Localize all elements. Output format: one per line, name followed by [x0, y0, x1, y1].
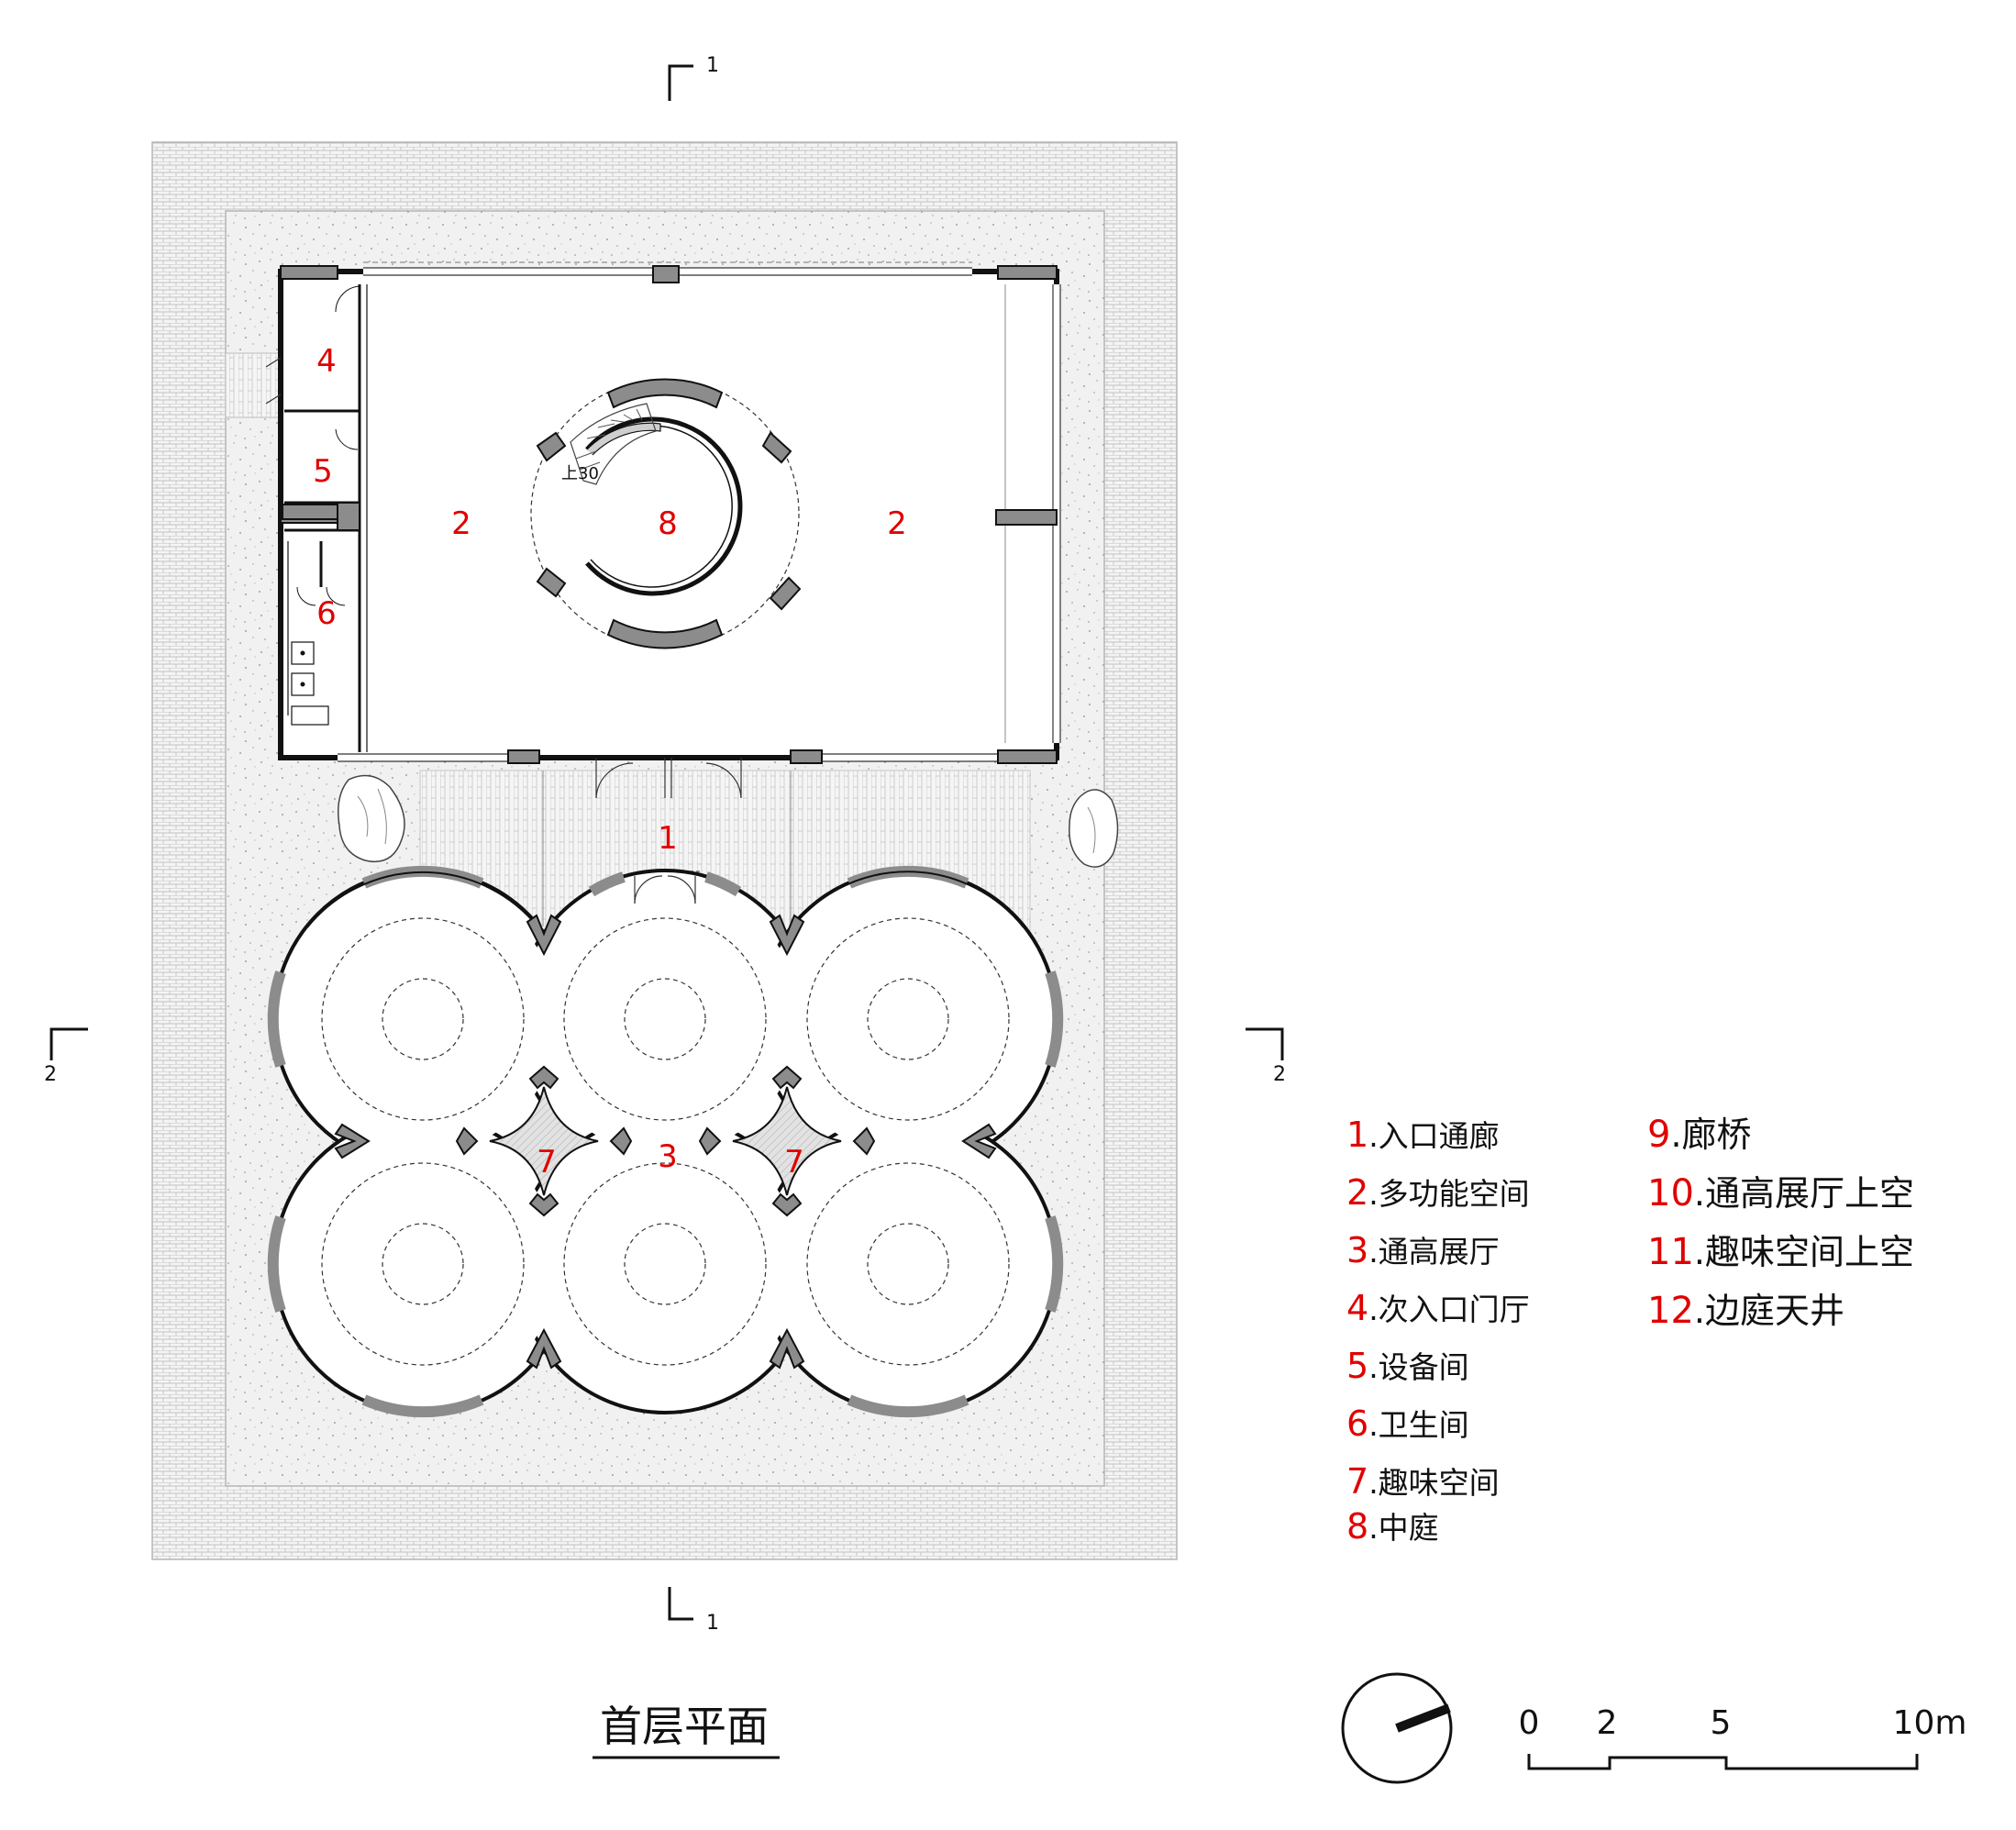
- north-building: [265, 261, 1061, 799]
- section-mark-1-top: 1: [706, 54, 719, 77]
- room-numbers: 4 5 6 2 2 8 1 3 7 7: [313, 343, 907, 1181]
- section-mark-2-right: 2: [1273, 1063, 1286, 1086]
- room-number-2-west: 2: [451, 505, 471, 542]
- legend-item-6: 6.卫生间: [1346, 1403, 1469, 1444]
- legend-number: 9: [1647, 1114, 1670, 1156]
- legend-label: .设备间: [1368, 1349, 1469, 1385]
- legend-number: 5: [1346, 1346, 1368, 1386]
- legend-number: 10: [1647, 1172, 1694, 1214]
- legend-number: 7: [1346, 1461, 1368, 1502]
- scale-bar: 0 2 5 10m: [1519, 1704, 1967, 1770]
- legend-item-7: 7.趣味空间: [1346, 1461, 1500, 1502]
- legend-item-9: 9.廊桥: [1647, 1114, 1752, 1156]
- legend-label: .中庭: [1368, 1510, 1439, 1546]
- scale-tick-2: 2: [1597, 1704, 1618, 1742]
- section-mark-2-left: 2: [44, 1063, 57, 1086]
- legend-item-3: 3.通高展厅: [1346, 1230, 1500, 1270]
- legend-item-8: 8.中庭: [1346, 1506, 1439, 1547]
- legend-item-10: 10.通高展厅上空: [1647, 1172, 1914, 1214]
- scale-tick-5: 5: [1711, 1704, 1732, 1742]
- legend-item-5: 5.设备间: [1346, 1346, 1469, 1386]
- legend-label: .卫生间: [1368, 1407, 1469, 1443]
- legend-label: .多功能空间: [1368, 1176, 1530, 1212]
- legend-item-11: 11.趣味空间上空: [1647, 1231, 1914, 1273]
- fun-space-left: [455, 1065, 633, 1217]
- room-number-7-right: 7: [784, 1144, 804, 1181]
- legend-label: .趣味空间: [1368, 1465, 1500, 1501]
- room-number-4: 4: [316, 343, 337, 380]
- legend-number: 8: [1346, 1506, 1368, 1547]
- plan-title: 首层平面: [600, 1702, 769, 1751]
- room-number-2-east: 2: [887, 505, 907, 542]
- boulder-left: [338, 774, 405, 862]
- legend-label: .入口通廊: [1368, 1118, 1500, 1154]
- room-number-8: 8: [658, 505, 678, 542]
- legend-label: .边庭天井: [1694, 1291, 1844, 1331]
- legend-label: .趣味空间上空: [1694, 1232, 1914, 1272]
- legend-number: 1: [1346, 1115, 1368, 1155]
- room-number-7-left: 7: [537, 1144, 557, 1181]
- entry-doors: [595, 758, 742, 799]
- legend-label: .通高展厅上空: [1694, 1173, 1914, 1214]
- section-marks: [50, 64, 1284, 1621]
- legend-label: .通高展厅: [1368, 1234, 1500, 1270]
- room-number-1: 1: [658, 820, 678, 857]
- courtyard: 上30: [530, 378, 802, 649]
- stair-label: 上30: [561, 464, 599, 483]
- legend-label: .廊桥: [1670, 1115, 1751, 1155]
- section-mark-1-bottom: 1: [706, 1612, 719, 1635]
- room-number-5: 5: [313, 453, 333, 490]
- legend-label: .次入口门厅: [1368, 1292, 1530, 1327]
- scale-tick-10m: 10m: [1893, 1704, 1967, 1742]
- legend: 1.入口通廊2.多功能空间3.通高展厅4.次入口门厅5.设备间6.卫生间7.趣味…: [1346, 1114, 1914, 1547]
- legend-item-12: 12.边庭天井: [1647, 1290, 1844, 1332]
- room-number-6: 6: [316, 595, 337, 632]
- legend-number: 2: [1346, 1172, 1368, 1213]
- legend-number: 11: [1647, 1231, 1694, 1273]
- north-arrow-icon: [1341, 1672, 1453, 1784]
- legend-number: 12: [1647, 1290, 1694, 1332]
- scale-tick-0: 0: [1519, 1704, 1540, 1742]
- boulder-right: [1069, 789, 1119, 868]
- legend-item-2: 2.多功能空间: [1346, 1172, 1530, 1213]
- fun-space-right: [698, 1065, 876, 1217]
- legend-number: 3: [1346, 1230, 1368, 1270]
- room-number-3: 3: [658, 1138, 678, 1175]
- legend-item-1: 1.入口通廊: [1346, 1115, 1500, 1155]
- legend-item-4: 4.次入口门厅: [1346, 1288, 1530, 1328]
- south-pavilion: [267, 865, 1064, 1418]
- legend-number: 4: [1346, 1288, 1368, 1328]
- legend-number: 6: [1346, 1403, 1368, 1444]
